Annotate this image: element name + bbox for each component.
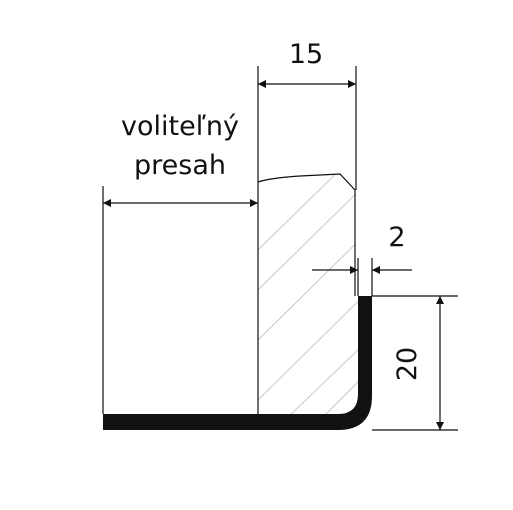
overhang-label-line1: voliteľný bbox=[121, 111, 239, 142]
width-dimension-value: 15 bbox=[289, 39, 323, 70]
thickness-dimension-value: 2 bbox=[388, 222, 405, 253]
tile-outline bbox=[257, 173, 356, 414]
tile-section bbox=[257, 173, 358, 414]
l-profile bbox=[103, 296, 372, 430]
height-dimension-value: 20 bbox=[392, 347, 423, 381]
overhang-label-line2: presah bbox=[134, 150, 226, 181]
tile-hatching bbox=[258, 174, 358, 414]
